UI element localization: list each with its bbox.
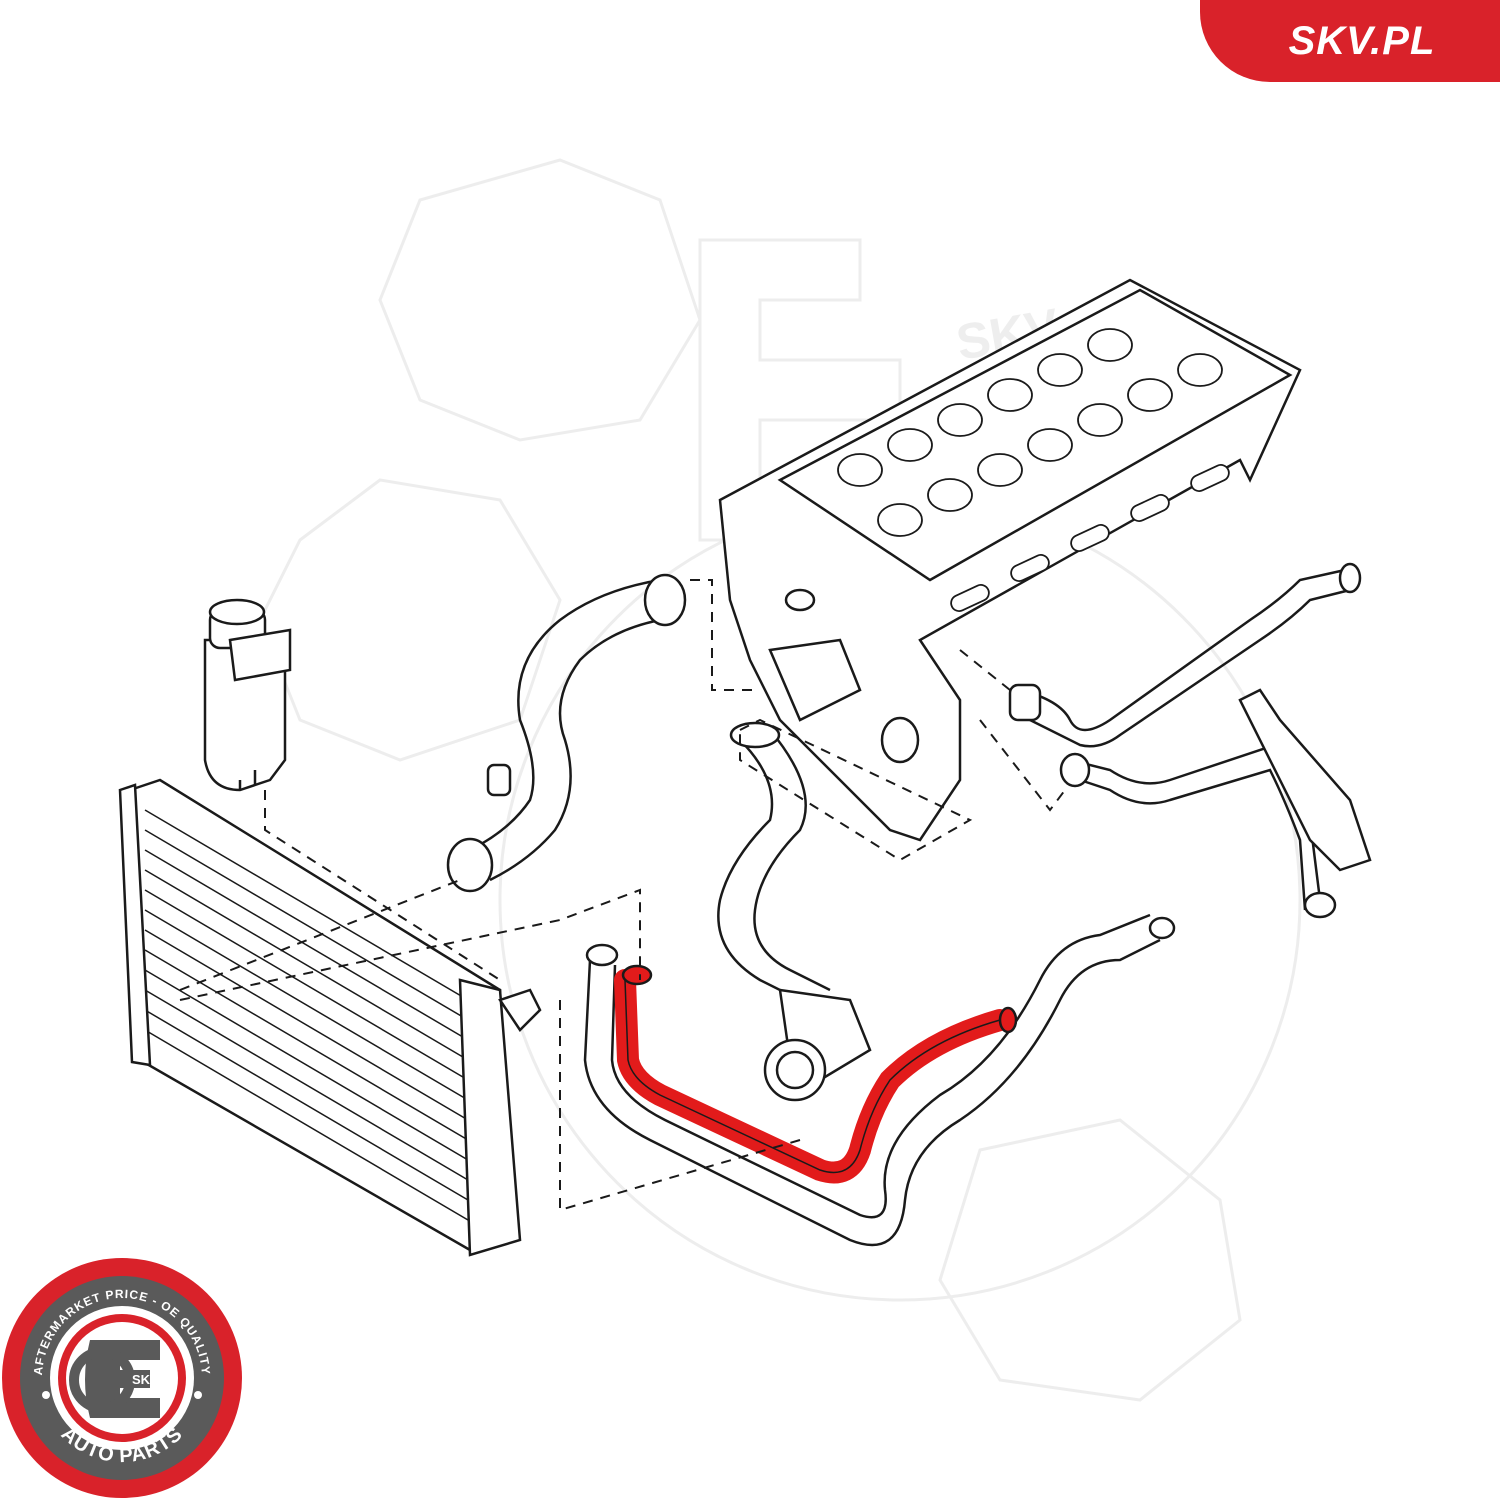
highlighted-coolant-hose — [614, 964, 1018, 1184]
connector-lines — [179, 579, 1066, 1212]
expansion-tank — [203, 598, 292, 792]
brand-tab[interactable]: SKV.PL — [1200, 0, 1500, 82]
seal-center-text: SKV — [132, 1372, 159, 1387]
brand-label: SKV.PL — [1288, 18, 1436, 63]
radiator — [118, 778, 542, 1257]
upper-radiator-hose — [446, 573, 687, 893]
skv-seal: SKV AFTERMARKET PRICE - OE QUALITY AUTO … — [2, 1258, 242, 1498]
lower-bypass-hose — [583, 913, 1176, 1247]
gear-e-logo-icon — [85, 1340, 160, 1418]
radiator-fins — [144, 809, 486, 1231]
cam-lobes — [837, 328, 1223, 537]
engine-cylinder-head — [718, 278, 1302, 842]
right-coolant-pipes — [1008, 562, 1372, 919]
thermostat-hose — [717, 721, 872, 1102]
engine-ports — [950, 464, 1230, 612]
